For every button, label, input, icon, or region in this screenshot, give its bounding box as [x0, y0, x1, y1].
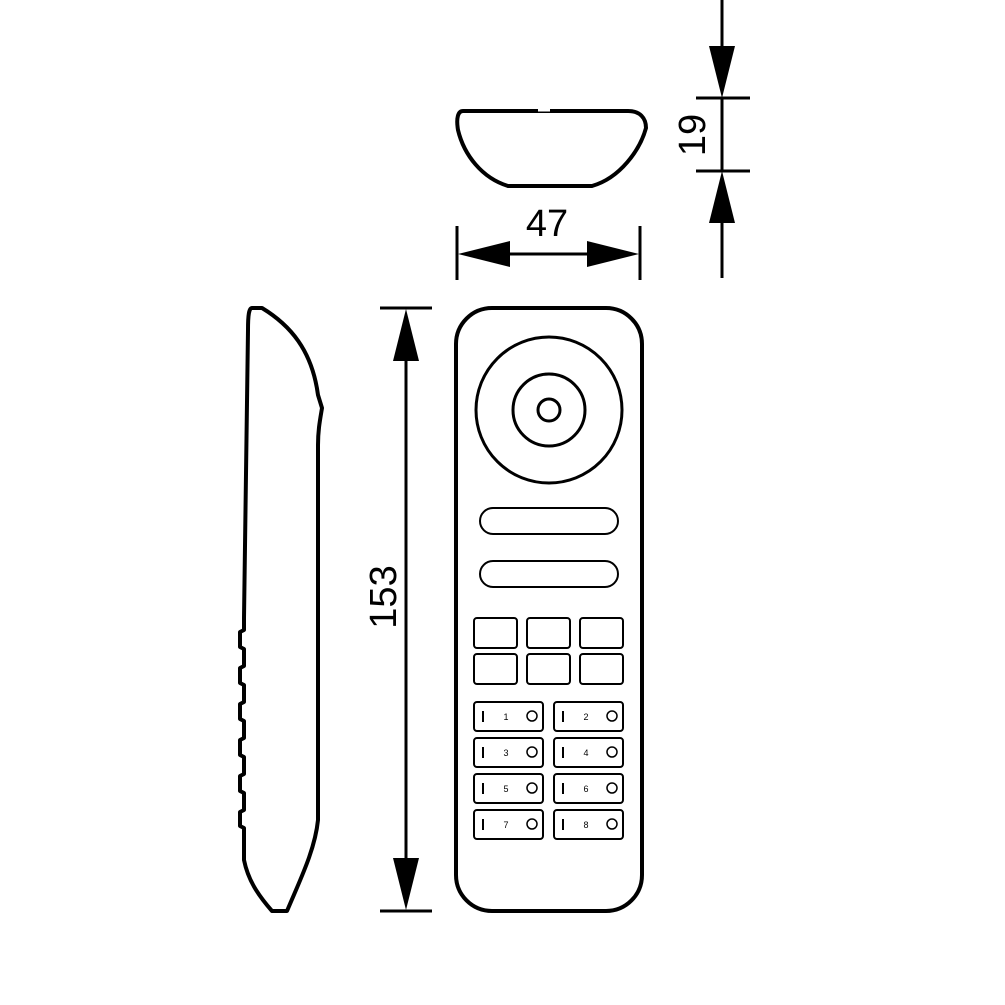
thickness-label: 19: [672, 114, 714, 156]
center-button: [536, 397, 562, 423]
off-icon: [526, 746, 538, 758]
off-icon: [606, 818, 618, 830]
off-icon: [526, 782, 538, 794]
zone-number: 8: [583, 820, 588, 830]
zone-number: 4: [583, 748, 588, 758]
off-icon: [606, 782, 618, 794]
end-section-view: [455, 109, 648, 188]
height-label: 153: [363, 565, 405, 628]
width-label: 47: [526, 203, 568, 245]
function-button: [579, 617, 624, 649]
brightness-bar-button: [479, 507, 619, 535]
zone-number: 2: [583, 712, 588, 722]
off-icon: [606, 746, 618, 758]
zone-button: 1: [473, 701, 544, 732]
function-button: [579, 653, 624, 685]
zone-button: 3: [473, 737, 544, 768]
function-button: [473, 617, 518, 649]
zone-button: 2: [553, 701, 624, 732]
function-button: [473, 653, 518, 685]
zone-number: 5: [503, 784, 508, 794]
function-buttons: [473, 617, 624, 685]
front-view: 1 2 3 4: [454, 306, 644, 913]
thickness-arrow-top: [709, 46, 735, 98]
height-arrow-top: [393, 309, 419, 361]
function-button: [526, 653, 571, 685]
height-dimension: 153: [363, 306, 432, 913]
zone-number: 3: [503, 748, 508, 758]
zone-number: 6: [583, 784, 588, 794]
width-dimension: 47: [455, 203, 642, 280]
zone-number: 7: [503, 820, 508, 830]
off-icon: [606, 710, 618, 722]
off-icon: [526, 818, 538, 830]
off-icon: [526, 710, 538, 722]
width-arrow-right: [587, 241, 639, 267]
width-arrow-left: [458, 241, 510, 267]
thickness-arrow-bottom: [709, 171, 735, 223]
zone-buttons: 1 2 3 4: [473, 701, 624, 840]
side-profile-view: [238, 306, 324, 913]
function-button: [526, 617, 571, 649]
zone-button: 6: [553, 773, 624, 804]
height-arrow-bottom: [393, 858, 419, 910]
zone-button: 4: [553, 737, 624, 768]
zone-button: 8: [553, 809, 624, 840]
thickness-dimension: 19: [672, 0, 750, 278]
color-temperature-bar-button: [479, 560, 619, 588]
zone-button: 5: [473, 773, 544, 804]
zone-number: 1: [503, 712, 508, 722]
zone-button: 7: [473, 809, 544, 840]
